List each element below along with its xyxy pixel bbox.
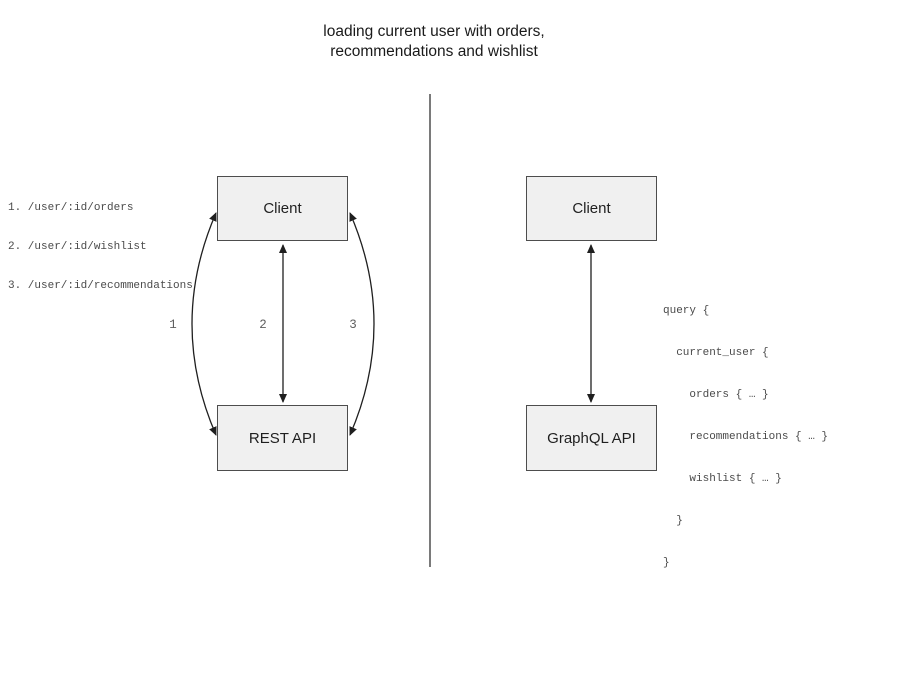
- graphql-client-node: Client: [526, 176, 657, 241]
- rest-api-label: REST API: [248, 429, 317, 447]
- graphql-client-label: Client: [572, 200, 611, 217]
- query-line-close-outer: }: [663, 557, 670, 569]
- query-line-orders: orders { … }: [663, 389, 769, 401]
- arrow-label-3: 3: [349, 318, 357, 332]
- rest-endpoint-recommendations: 3. /user/:id/recommendations: [8, 280, 193, 292]
- arrow-label-2: 2: [259, 318, 267, 332]
- graphql-api-node: GraphQL API: [526, 405, 657, 471]
- query-line-wishlist: wishlist { … }: [663, 473, 782, 485]
- graphql-api-label: GraphQL API: [547, 429, 636, 447]
- diagram-title-line1: loading current user with orders,: [323, 23, 545, 40]
- rest-client-node: Client: [217, 176, 348, 241]
- query-line-open: query {: [663, 305, 710, 317]
- rest-endpoint-orders: 1. /user/:id/orders: [8, 202, 134, 214]
- vertical-divider: [429, 94, 431, 567]
- diagram-title-line2: recommendations and wishlist: [330, 42, 538, 60]
- diagram-title: loading current user with orders, recomm…: [0, 22, 868, 61]
- arrow-label-1: 1: [169, 318, 177, 332]
- rest-api-node: REST API: [217, 405, 348, 471]
- query-line-close-inner: }: [663, 515, 683, 527]
- query-line-current-user: current_user {: [663, 347, 769, 359]
- rest-endpoint-wishlist: 2. /user/:id/wishlist: [8, 241, 147, 253]
- query-line-recommendations: recommendations { … }: [663, 431, 829, 443]
- graphql-query-snippet: query { current_user { orders { … } reco…: [663, 276, 828, 598]
- rest-endpoint-list: 1. /user/:id/orders 2. /user/:id/wishlis…: [8, 176, 193, 319]
- rest-client-label: Client: [263, 200, 302, 217]
- rest-request-1-arrow: [191, 212, 217, 436]
